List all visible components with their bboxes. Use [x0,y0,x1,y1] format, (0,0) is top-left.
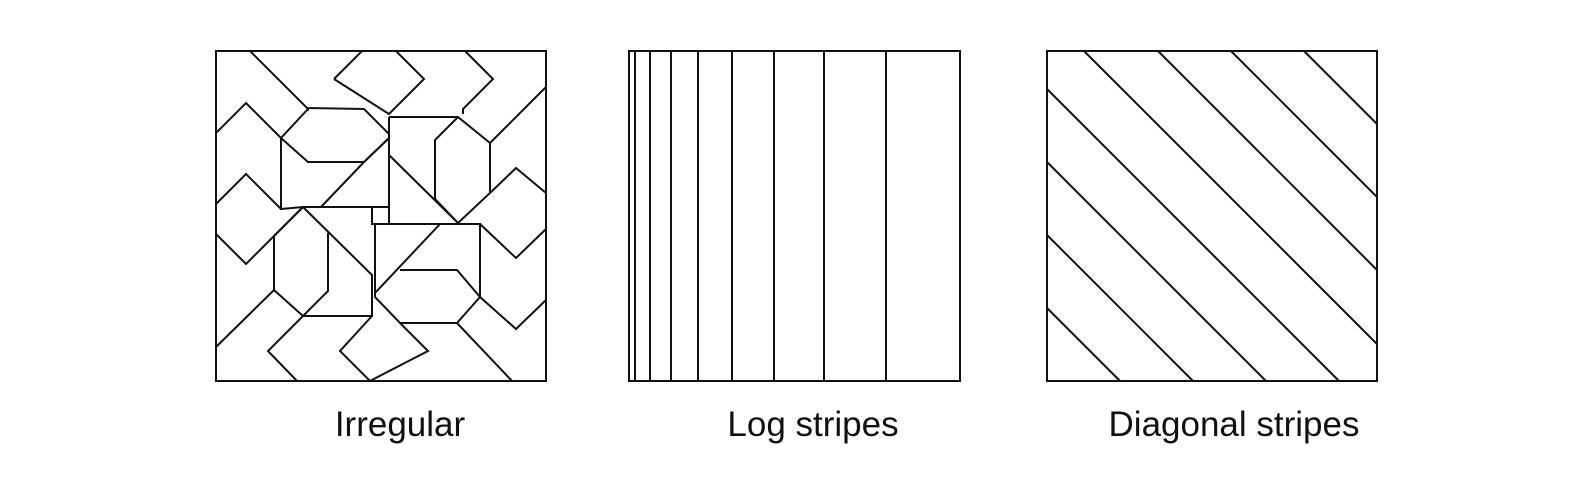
diagonal-stripes-lines [1046,50,1378,382]
diagonal-stripes-label: Diagonal stripes [1109,405,1360,444]
log-stripes-lines [634,51,887,381]
diagonal-stripes-frame [1046,50,1378,382]
panel-irregular: Irregular [215,50,547,444]
log-stripes-frame [628,50,961,382]
irregular-frame [215,50,547,382]
log-stripes-label: Log stripes [727,405,898,444]
irregular-pattern [215,50,547,383]
panel-diagonal-stripes: Diagonal stripes [1046,50,1378,444]
irregular-label: Irregular [335,405,466,444]
panel-log-stripes: Log stripes [628,50,961,444]
